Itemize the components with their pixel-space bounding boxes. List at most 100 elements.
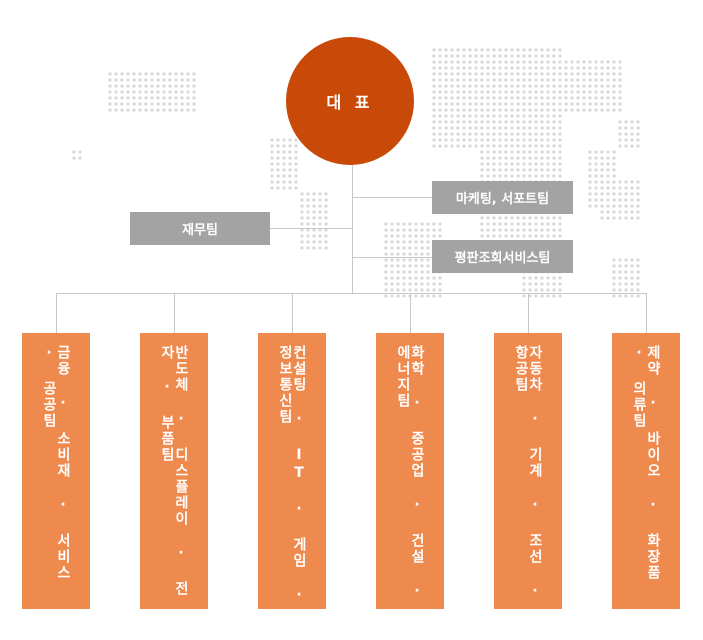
- map-dot: [438, 138, 442, 142]
- map-dot: [498, 90, 502, 94]
- map-dot: [408, 282, 412, 286]
- map-dot: [594, 204, 598, 208]
- map-dot: [558, 84, 562, 88]
- map-dot: [504, 84, 508, 88]
- map-dot: [492, 114, 496, 118]
- map-dot: [522, 48, 526, 52]
- map-dot: [606, 210, 610, 214]
- map-dot: [546, 48, 550, 52]
- map-dot: [474, 66, 478, 70]
- map-dot: [552, 120, 556, 124]
- map-dot: [144, 96, 148, 100]
- map-dot: [516, 78, 520, 82]
- map-dot: [498, 126, 502, 130]
- map-dot: [132, 108, 136, 112]
- map-dot: [528, 108, 532, 112]
- map-dot: [528, 234, 532, 238]
- map-dot: [582, 60, 586, 64]
- map-dot: [624, 270, 628, 274]
- map-dot: [78, 150, 82, 154]
- map-dot: [546, 138, 550, 142]
- map-dot: [612, 66, 616, 70]
- map-dot: [486, 168, 490, 172]
- map-dot: [432, 54, 436, 58]
- map-dot: [486, 144, 490, 148]
- map-dot: [174, 90, 178, 94]
- map-dot: [510, 222, 514, 226]
- map-dot: [552, 60, 556, 64]
- map-dot: [558, 132, 562, 136]
- map-dot: [474, 114, 478, 118]
- map-dot: [540, 168, 544, 172]
- map-dot: [456, 48, 460, 52]
- map-dot: [318, 228, 322, 232]
- map-dot: [594, 180, 598, 184]
- horizontal-bus-line: [56, 293, 647, 294]
- map-dot: [414, 252, 418, 256]
- map-dot: [570, 66, 574, 70]
- map-dot: [180, 78, 184, 82]
- map-dot: [456, 96, 460, 100]
- map-dot: [594, 108, 598, 112]
- map-dot: [450, 72, 454, 76]
- map-dot: [618, 276, 622, 280]
- map-dot: [630, 216, 634, 220]
- map-dot: [456, 114, 460, 118]
- map-dot: [516, 108, 520, 112]
- map-dot: [288, 150, 292, 154]
- map-dot: [396, 288, 400, 292]
- map-dot: [552, 108, 556, 112]
- map-dot: [276, 150, 280, 154]
- map-dot: [552, 174, 556, 178]
- map-dot: [384, 276, 388, 280]
- map-dot: [504, 132, 508, 136]
- map-dot: [540, 120, 544, 124]
- map-dot: [564, 60, 568, 64]
- map-dot: [432, 90, 436, 94]
- map-dot: [114, 96, 118, 100]
- map-dot: [534, 72, 538, 76]
- map-dot: [294, 186, 298, 190]
- map-dot: [180, 90, 184, 94]
- map-dot: [72, 156, 76, 160]
- map-dot: [162, 96, 166, 100]
- map-dot: [534, 174, 538, 178]
- map-dot: [636, 204, 640, 208]
- map-dot: [612, 276, 616, 280]
- map-dot: [528, 78, 532, 82]
- map-dot: [534, 132, 538, 136]
- map-dot: [480, 114, 484, 118]
- map-dot: [492, 84, 496, 88]
- map-dot: [444, 114, 448, 118]
- map-dot: [468, 78, 472, 82]
- map-dot: [522, 150, 526, 154]
- map-dot: [540, 174, 544, 178]
- map-dot: [162, 108, 166, 112]
- map-dot: [444, 138, 448, 142]
- map-dot: [516, 156, 520, 160]
- map-dot: [474, 48, 478, 52]
- map-dot: [282, 144, 286, 148]
- map-dot: [420, 294, 424, 298]
- map-dot: [636, 264, 640, 268]
- map-dot: [492, 120, 496, 124]
- map-dot: [486, 156, 490, 160]
- map-dot: [594, 60, 598, 64]
- map-dot: [540, 66, 544, 70]
- map-dot: [462, 72, 466, 76]
- map-dot: [600, 156, 604, 160]
- map-dot: [612, 282, 616, 286]
- map-dot: [540, 72, 544, 76]
- map-dot: [420, 222, 424, 226]
- map-dot: [432, 84, 436, 88]
- map-dot: [552, 294, 556, 298]
- map-dot: [462, 138, 466, 142]
- map-dot: [534, 294, 538, 298]
- map-dot: [534, 138, 538, 142]
- map-dot: [462, 120, 466, 124]
- map-dot: [588, 156, 592, 160]
- map-dot: [72, 150, 76, 154]
- map-dot: [510, 126, 514, 130]
- map-dot: [528, 126, 532, 130]
- map-dot: [588, 150, 592, 154]
